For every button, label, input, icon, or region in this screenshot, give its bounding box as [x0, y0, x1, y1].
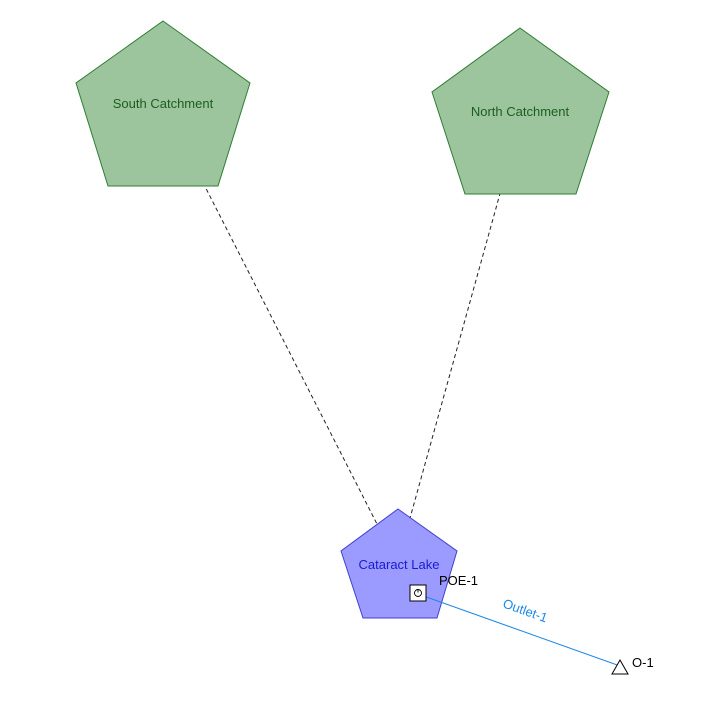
outlet-link-line[interactable] — [417, 593, 621, 667]
south-catchment-shape[interactable] — [75, 20, 251, 187]
outlet-node[interactable]: O-1 — [611, 655, 654, 675]
cataract-lake-shape[interactable] — [340, 508, 458, 619]
outlet-node-label: O-1 — [632, 655, 654, 670]
poe-square-icon[interactable] — [409, 584, 427, 602]
north-catchment-shape[interactable] — [431, 27, 610, 195]
outlet-link[interactable]: Outlet-1 — [417, 593, 621, 667]
north-catchment[interactable]: North Catchment — [431, 27, 610, 195]
south-catchment[interactable]: South Catchment — [75, 20, 251, 187]
outlet-triangle-icon[interactable] — [611, 658, 629, 675]
north-catchment-label: North Catchment — [471, 104, 570, 119]
poe-node[interactable]: POE-1 — [409, 573, 478, 602]
cataract-lake[interactable]: Cataract Lake — [340, 508, 458, 619]
cataract-lake-label: Cataract Lake — [359, 557, 440, 572]
south-catchment-label: South Catchment — [113, 96, 214, 111]
poe-label: POE-1 — [439, 573, 478, 588]
outlet-link-label: Outlet-1 — [501, 596, 550, 626]
